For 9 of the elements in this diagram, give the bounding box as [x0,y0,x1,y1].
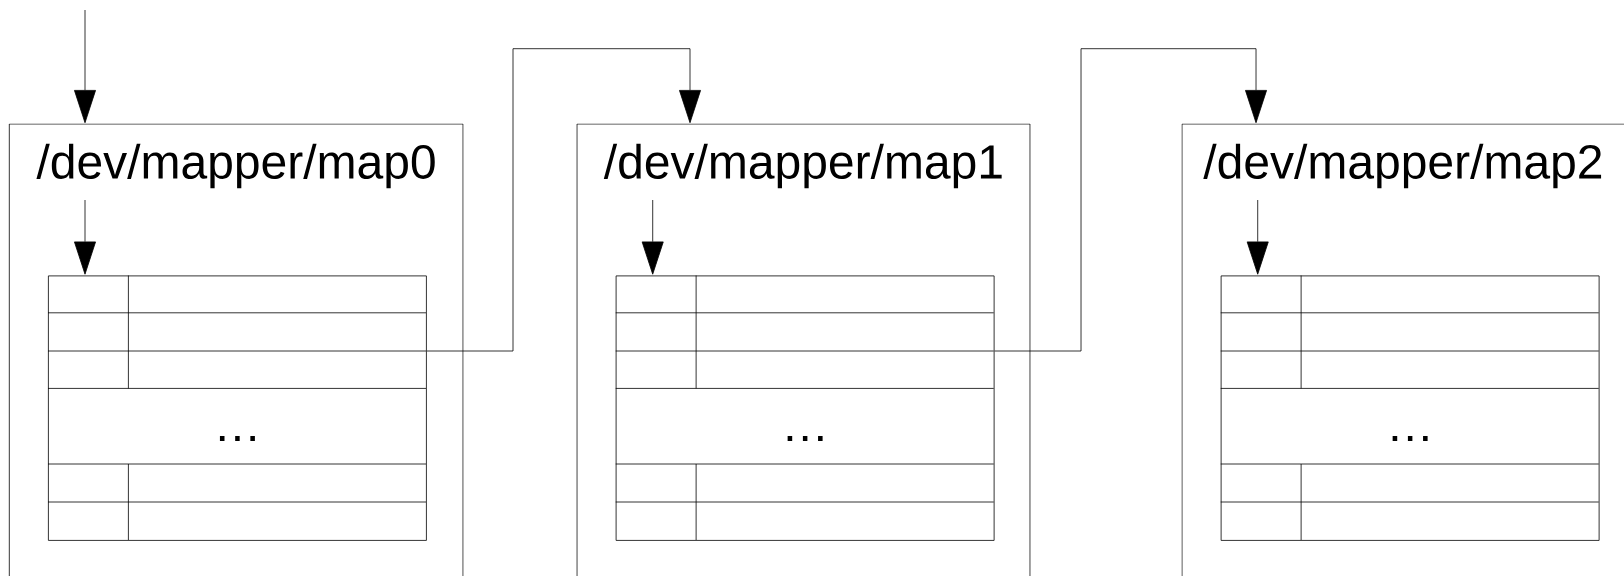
arrow [426,48,701,352]
table: … [47,275,427,541]
table: … [1220,275,1600,541]
table: … [615,275,995,541]
arrow [74,199,96,275]
arrow [641,199,664,275]
arrow [1246,199,1269,275]
arrow [994,48,1267,352]
arrow [74,9,96,124]
